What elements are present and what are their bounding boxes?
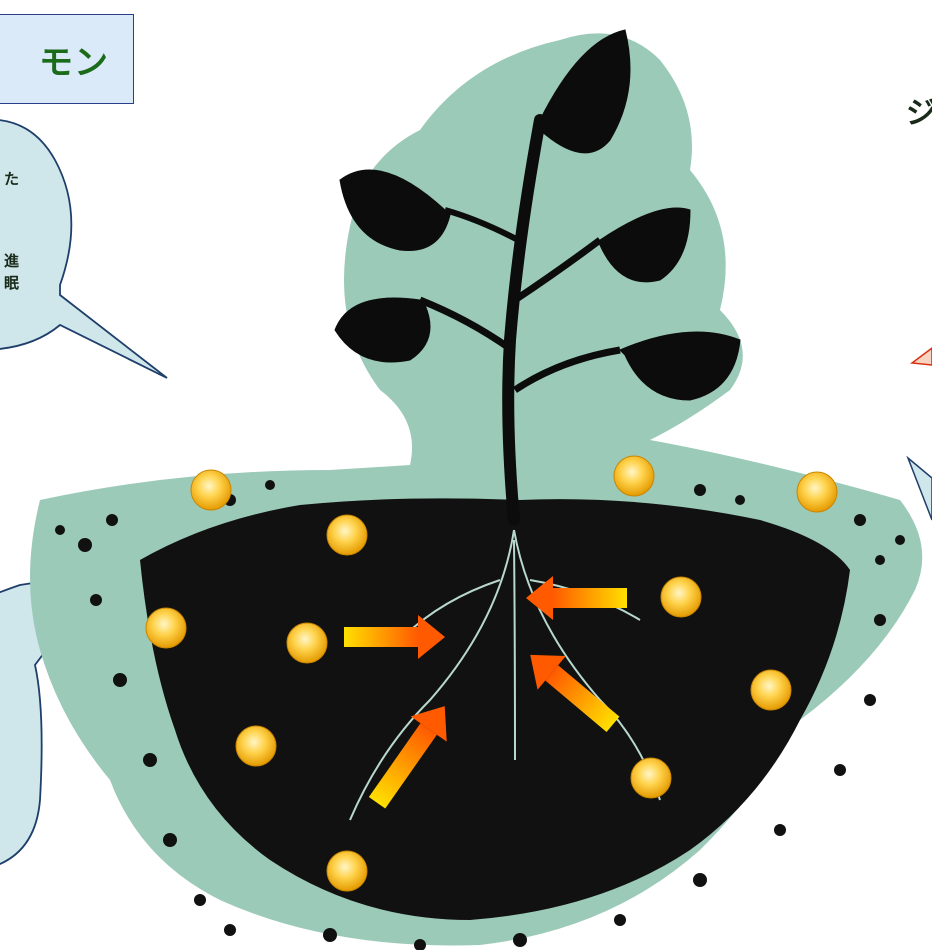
hormone-sphere: [751, 670, 791, 710]
left-bubble-fragment-3: 眠: [4, 276, 19, 291]
hormone-sphere: [661, 577, 701, 617]
right-callout: [908, 458, 932, 520]
hormone-sphere: [191, 470, 231, 510]
title-box: モン: [0, 14, 134, 104]
hormone-sphere: [327, 515, 367, 555]
hormone-sphere: [631, 758, 671, 798]
hormone-sphere: [236, 726, 276, 766]
left-bubble-fragment-2: 進: [4, 254, 19, 269]
left-top-callout: [0, 120, 167, 379]
hormone-sphere: [327, 851, 367, 891]
hormone-sphere: [287, 623, 327, 663]
hormone-sphere: [797, 472, 837, 512]
red-triangle: [912, 348, 932, 365]
hormone-sphere: [614, 456, 654, 496]
left-bubble-fragment-1: た: [4, 172, 19, 187]
title-text: モン: [39, 35, 109, 84]
hormone-sphere: [146, 608, 186, 648]
right-fragment: ジ: [906, 88, 932, 132]
